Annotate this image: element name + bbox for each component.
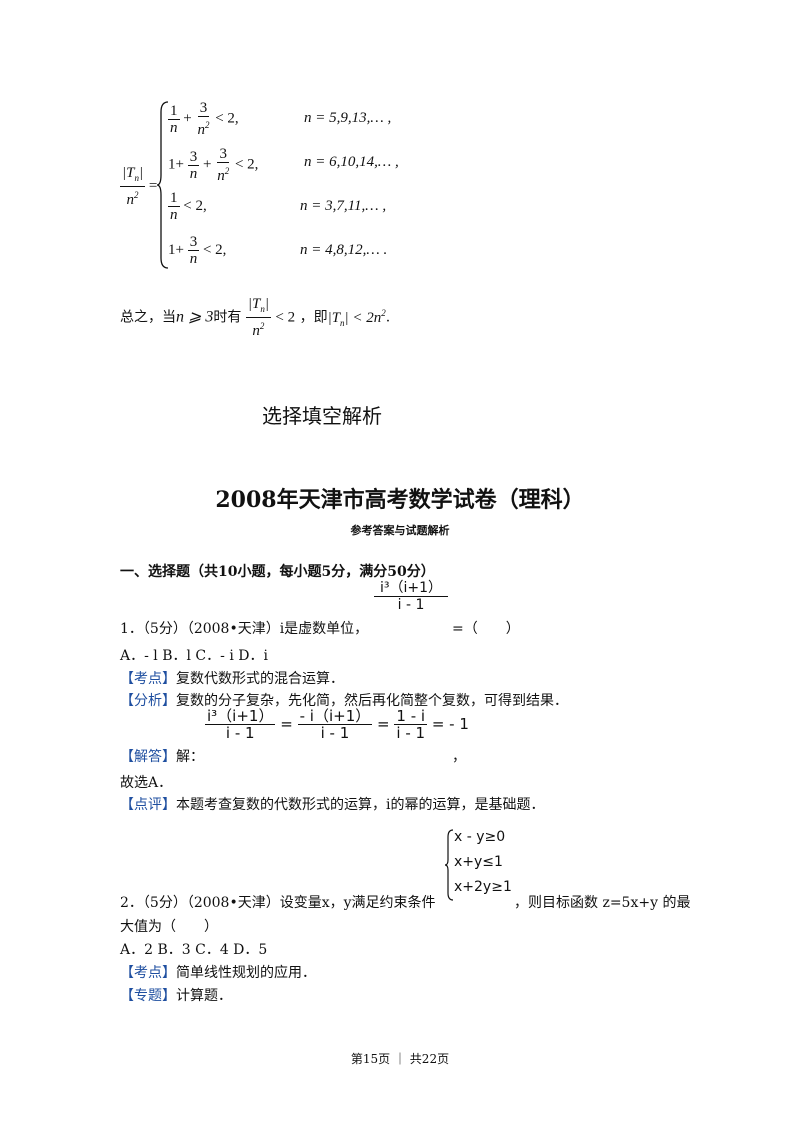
- q2-kaodian: 【考点】简单线性规划的应用．: [120, 965, 316, 981]
- subtitle: 参考答案与试题解析: [350, 524, 450, 537]
- case-cond-1: n = 5,9,13,… ,: [304, 110, 392, 126]
- case-cond-4: n = 4,8,12,… .: [300, 242, 388, 258]
- q1-fenxi: 【分析】复数的分子复杂，先化简，然后再化简整个复数，可得到结果．: [120, 693, 568, 709]
- q1-stem-fraction: i³（i+1）i - 1: [374, 580, 449, 613]
- q1-dianping: 【点评】本题考查复数的代数形式的运算，i的幂的运算，是基础题．: [120, 797, 545, 813]
- q1-kaodian: 【考点】复数代数形式的混合运算．: [120, 671, 344, 687]
- constraint-3: x+2y≥1: [454, 879, 512, 895]
- q1-jieda: 【解答】解：: [120, 749, 204, 765]
- q1-stem-tail: =（ ）: [452, 621, 520, 637]
- case-cond-2: n = 6,10,14,… ,: [304, 154, 399, 170]
- q1-options: A．- l B．l C．- i D．i: [120, 648, 268, 664]
- constraint-2: x+y≤1: [454, 854, 503, 870]
- page-footer: 第15页 ｜ 共22页: [350, 1052, 450, 1066]
- q2-stem-line2: 大值为（ ）: [120, 919, 218, 935]
- q2-options: A．2 B．3 C．4 D．5: [120, 942, 268, 958]
- section-heading: 选择填空解析: [262, 404, 382, 428]
- page-title: 2008年天津市高考数学试卷（理科）: [215, 487, 585, 513]
- q2-constraint-system: x - y≥0 x+y≤1 x+2y≥1: [444, 829, 524, 901]
- q1-solution-comma: ，: [452, 749, 466, 765]
- q2-stem: 2．（5分）（2008•天津）设变量x，y满足约束条件: [120, 895, 436, 911]
- constraint-1: x - y≥0: [454, 829, 506, 845]
- q2-stem-tail: ，则目标函数 z=5x+y 的最: [514, 895, 691, 911]
- q1-stem: 1．（5分）（2008•天津）i是虚数单位，: [120, 621, 369, 637]
- left-brace-icon: [444, 829, 454, 901]
- q2-zhuanti: 【专题】计算题．: [120, 988, 232, 1004]
- left-brace-icon: [156, 101, 169, 269]
- summary-line: 总之，当n ⩾ 3时有 |Tn| n2 < 2 ，即|Tn| < 2n2.: [120, 296, 391, 339]
- case-cond-3: n = 3,7,11,… ,: [300, 198, 387, 214]
- part1-heading: 一、选择题（共10小题，每小题5分，满分50分）: [120, 564, 435, 580]
- piecewise-lhs: |Tn| n2 =: [120, 165, 158, 208]
- q1-conclusion: 故选A．: [120, 775, 173, 791]
